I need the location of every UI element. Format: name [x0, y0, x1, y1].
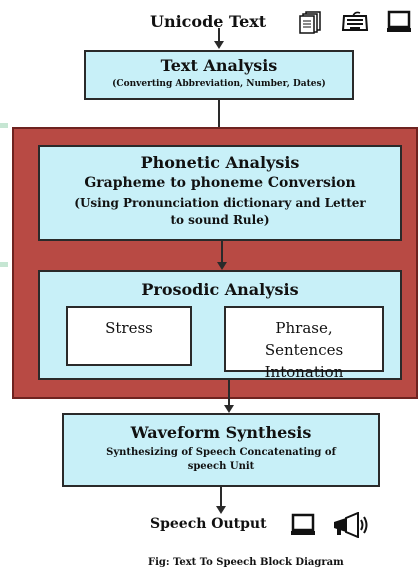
phonetic-analysis-title: Phonetic Analysis: [140, 153, 300, 172]
arrow-phonetic-to-prosodic: [221, 241, 223, 263]
text-analysis-title: Text Analysis: [160, 56, 278, 75]
side-mark: [0, 123, 8, 128]
prosodic-analysis-title: Prosodic Analysis: [141, 280, 299, 299]
arrow-head: [214, 41, 224, 49]
arrow-head: [216, 506, 226, 514]
figure-caption: Fig: Text To Speech Block Diagram: [148, 557, 344, 568]
document-stack-icon: [298, 10, 324, 34]
side-mark: [0, 262, 8, 267]
stress-label: Stress: [105, 319, 153, 337]
monitor-icon: [290, 513, 316, 541]
input-row: Unicode Text: [150, 8, 412, 36]
arrow-text-to-phonetic: [218, 100, 220, 138]
text-analysis-subtitle: (Converting Abbreviation, Number, Dates): [112, 79, 326, 89]
phrase-box: Phrase, Sentences Intonation: [224, 306, 384, 381]
speech-output-label: Speech Output: [150, 516, 267, 532]
arrow-waveform-to-output: [220, 487, 222, 507]
stress-box: Stress: [66, 306, 192, 366]
megaphone-icon: [332, 511, 372, 542]
waveform-synthesis-box: Waveform Synthesis Synthesizing of Speec…: [62, 413, 380, 487]
waveform-synthesis-subtitle: Synthesizing of Speech Concatenating of …: [106, 447, 336, 472]
arrow-prosodic-to-waveform: [228, 380, 230, 406]
phrase-label: Phrase, Sentences Intonation: [264, 319, 344, 381]
phonetic-analysis-note: (Using Pronunciation dictionary and Lett…: [74, 196, 366, 227]
phonetic-analysis-subtitle: Grapheme to phoneme Conversion: [84, 175, 356, 191]
text-analysis-box: Text Analysis (Converting Abbreviation, …: [84, 50, 354, 100]
input-label: Unicode Text: [150, 12, 267, 31]
monitor-icon: [386, 10, 412, 34]
arrow-head: [224, 405, 234, 413]
phonetic-analysis-box: Phonetic Analysis Grapheme to phoneme Co…: [38, 145, 402, 241]
arrow-head: [217, 262, 227, 270]
waveform-synthesis-title: Waveform Synthesis: [130, 423, 312, 442]
keyboard-icon: [340, 10, 370, 34]
arrow-input-to-text: [218, 28, 220, 42]
